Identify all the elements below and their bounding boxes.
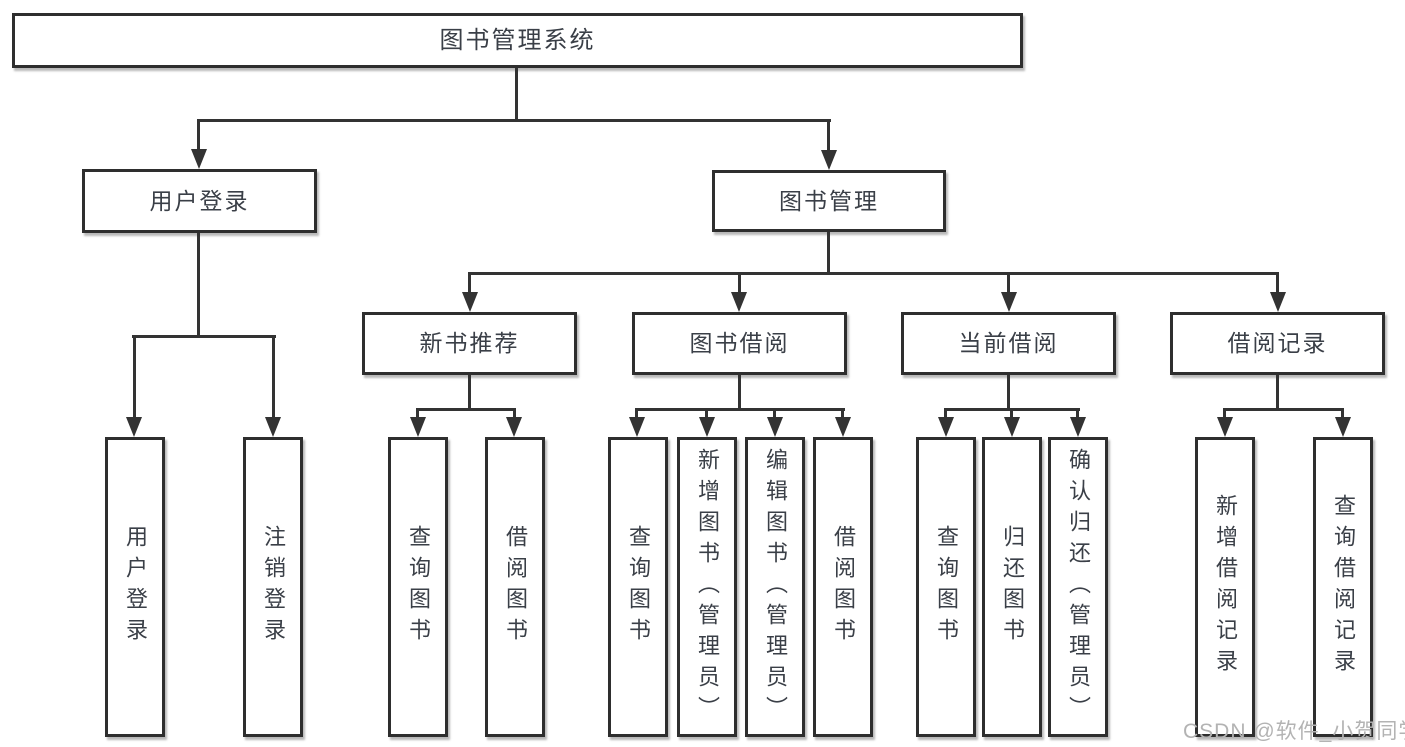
connector-line xyxy=(513,408,516,420)
node-borrowing-records: 借阅记录 xyxy=(1170,312,1385,375)
leaf-return-books: 归还图书 xyxy=(982,437,1042,737)
arrow-down-icon xyxy=(821,150,837,170)
arrow-down-icon xyxy=(506,417,522,437)
arrow-down-icon xyxy=(699,417,715,437)
leaf-query-books-borrowing: 查询图书 xyxy=(608,437,668,737)
leaf-logout: 注销登录 xyxy=(243,437,303,737)
node-new-book-recommend: 新书推荐 xyxy=(362,312,577,375)
connector-line xyxy=(132,335,276,338)
leaf-confirm-return-admin: 确认归还（管理员） xyxy=(1048,437,1108,737)
arrow-down-icon xyxy=(191,149,207,169)
arrow-down-icon xyxy=(265,417,281,437)
connector-line xyxy=(1223,408,1344,411)
connector-line xyxy=(468,272,471,300)
arrow-down-icon xyxy=(410,417,426,437)
leaf-query-books-current: 查询图书 xyxy=(916,437,976,737)
connector-line xyxy=(197,119,831,122)
connector-line xyxy=(197,119,200,152)
connector-line xyxy=(827,232,830,272)
leaf-edit-books-admin: 编辑图书（管理员） xyxy=(745,437,805,737)
leaf-borrow-books-recommend: 借阅图书 xyxy=(485,437,545,737)
leaf-add-books-admin: 新增图书（管理员） xyxy=(677,437,737,737)
arrow-down-icon xyxy=(1335,417,1351,437)
connector-line xyxy=(1010,408,1013,420)
arrow-down-icon xyxy=(629,417,645,437)
connector-line xyxy=(738,375,741,408)
arrow-down-icon xyxy=(731,292,747,312)
connector-line xyxy=(468,375,471,408)
arrow-down-icon xyxy=(1001,292,1017,312)
arrow-down-icon xyxy=(126,417,142,437)
connector-line xyxy=(827,119,830,152)
connector-line xyxy=(133,335,136,420)
node-book-borrowing: 图书借阅 xyxy=(632,312,847,375)
connector-line xyxy=(1341,408,1344,420)
connector-line xyxy=(773,408,776,420)
connector-line xyxy=(416,408,516,411)
node-user-login: 用户登录 xyxy=(82,169,317,233)
connector-line xyxy=(515,68,518,119)
connector-line xyxy=(1223,408,1226,420)
arrow-down-icon xyxy=(1070,417,1086,437)
arrow-down-icon xyxy=(1004,417,1020,437)
connector-line xyxy=(705,408,708,420)
node-book-management: 图书管理 xyxy=(712,170,946,232)
connector-line xyxy=(1007,272,1010,300)
connector-line xyxy=(1276,272,1279,300)
connector-line xyxy=(416,408,419,420)
arrow-down-icon xyxy=(938,417,954,437)
csdn-watermark: CSDN @软件_小贺同学 xyxy=(1183,720,1405,743)
arrow-down-icon xyxy=(835,417,851,437)
connector-line xyxy=(944,408,947,420)
leaf-add-borrow-record: 新增借阅记录 xyxy=(1195,437,1255,737)
leaf-query-books-recommend: 查询图书 xyxy=(388,437,448,737)
leaf-user-login: 用户登录 xyxy=(105,437,165,737)
connector-line xyxy=(197,233,200,335)
connector-line xyxy=(1276,375,1279,408)
connector-line xyxy=(272,335,275,420)
node-library-system: 图书管理系统 xyxy=(12,13,1023,68)
node-current-borrowing: 当前借阅 xyxy=(901,312,1116,375)
arrow-down-icon xyxy=(1217,417,1233,437)
connector-line xyxy=(635,408,845,411)
arrow-down-icon xyxy=(462,292,478,312)
leaf-query-borrow-record: 查询借阅记录 xyxy=(1313,437,1373,737)
connector-line xyxy=(1076,408,1079,420)
connector-line xyxy=(1007,375,1010,408)
arrow-down-icon xyxy=(1270,292,1286,312)
connector-line xyxy=(738,272,741,300)
connector-line xyxy=(468,272,1279,275)
connector-line xyxy=(635,408,638,420)
leaf-borrow-books: 借阅图书 xyxy=(813,437,873,737)
connector-line xyxy=(841,408,844,420)
arrow-down-icon xyxy=(767,417,783,437)
